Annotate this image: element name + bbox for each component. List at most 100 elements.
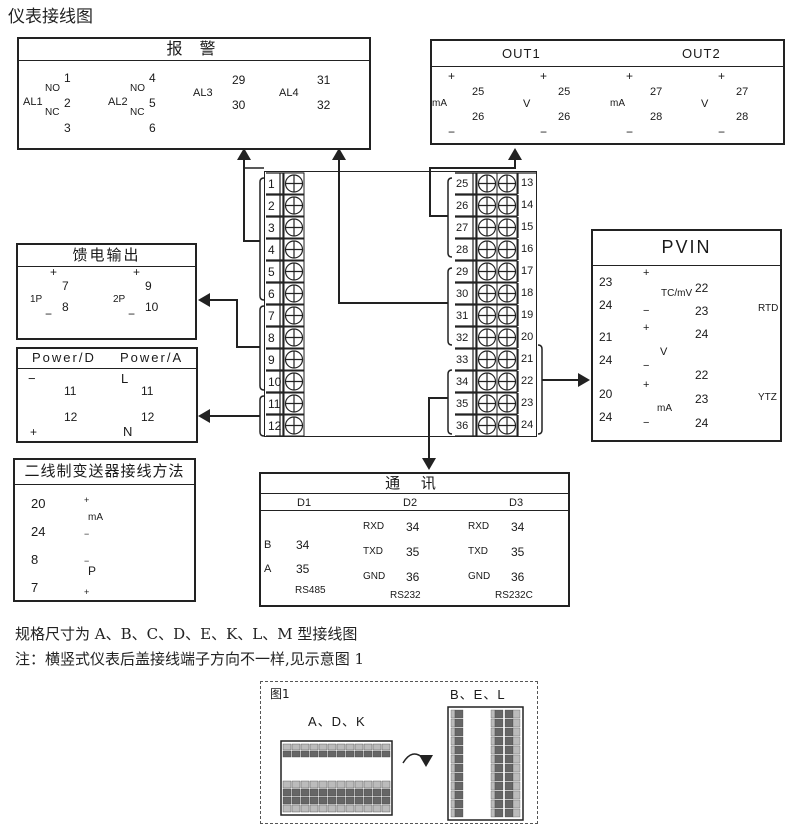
minus-sign: − bbox=[718, 125, 726, 139]
terminal-number-22: 22 bbox=[521, 375, 534, 387]
plus-sign: + bbox=[84, 587, 90, 597]
mini-terminal-icon bbox=[336, 788, 346, 797]
mini-terminal-icon bbox=[300, 780, 310, 789]
mini-terminal-icon bbox=[291, 750, 301, 758]
mini-terminal-icon bbox=[282, 780, 292, 789]
mini-terminal-icon bbox=[494, 799, 504, 809]
arrow-right-icon bbox=[578, 373, 590, 387]
power-header bbox=[18, 349, 196, 369]
minus-sign: − bbox=[448, 125, 456, 139]
terminal-number-15: 15 bbox=[521, 221, 534, 233]
mini-terminal-icon bbox=[512, 781, 521, 791]
terminal-number-10: 10 bbox=[145, 299, 159, 314]
terminal-number-36: 36 bbox=[406, 570, 420, 584]
terminal-number-2: 2 bbox=[268, 198, 275, 213]
plus-sign: + bbox=[133, 265, 141, 279]
terminal-number-24: 24 bbox=[521, 419, 534, 431]
terminal-number-6: 6 bbox=[268, 286, 275, 301]
comm-d2-protocol: RS232 bbox=[390, 590, 421, 601]
mini-terminal-icon bbox=[336, 804, 346, 813]
comm-d2-signal: GND bbox=[363, 571, 386, 582]
pvin-v-label: V bbox=[660, 346, 668, 358]
plus-sign: + bbox=[643, 379, 650, 391]
terminal-number-31: 31 bbox=[317, 72, 331, 87]
wire-feed bbox=[210, 299, 260, 348]
terminal-number-12: 12 bbox=[268, 418, 282, 433]
figure1-frame bbox=[260, 681, 538, 824]
alarm-panel: 报 警 bbox=[17, 37, 371, 150]
terminal-number-35: 35 bbox=[511, 545, 525, 559]
comm-d3-signal: RXD bbox=[468, 521, 490, 532]
mini-terminal-icon bbox=[354, 743, 364, 751]
pvin-title: PVIN bbox=[593, 231, 780, 266]
minus-sign: − bbox=[540, 125, 548, 139]
terminal-number-21: 21 bbox=[599, 329, 613, 344]
mini-terminal-icon bbox=[300, 788, 310, 797]
terminal-number-9: 9 bbox=[145, 278, 152, 293]
rotate-arrow-head-icon bbox=[419, 755, 433, 767]
terminal-number-28: 28 bbox=[650, 110, 663, 123]
feed-output-title: 馈电输出 bbox=[18, 245, 195, 267]
comm-d3-signal: TXD bbox=[468, 546, 488, 557]
terminal-number-23: 23 bbox=[521, 397, 534, 409]
relay-no-label: NO bbox=[45, 83, 60, 94]
mini-terminal-icon bbox=[512, 808, 521, 818]
comm-d2-signal: RXD bbox=[363, 521, 385, 532]
comm-d1-protocol: RS485 bbox=[295, 585, 326, 596]
mini-terminal-icon bbox=[454, 754, 464, 764]
mini-terminal-icon bbox=[354, 750, 364, 758]
mini-terminal-icon bbox=[372, 743, 382, 751]
terminal-number-30: 30 bbox=[232, 97, 246, 112]
terminal-number-7: 7 bbox=[268, 308, 275, 323]
mini-terminal-icon bbox=[454, 709, 464, 719]
comm-d1-signal: A bbox=[264, 563, 272, 575]
mini-terminal-icon bbox=[494, 790, 504, 800]
terminal-number-8: 8 bbox=[268, 330, 275, 345]
mini-terminal-icon bbox=[327, 788, 337, 797]
comm-d2-signal: TXD bbox=[363, 546, 383, 557]
power-a-n: N bbox=[123, 424, 133, 439]
al3-label: AL3 bbox=[193, 87, 213, 99]
mini-terminal-icon bbox=[372, 796, 382, 805]
arrow-down-icon bbox=[422, 458, 436, 470]
communication-panel: 通 讯 D1 D2 D3 bbox=[259, 472, 570, 607]
terminal-number-8: 8 bbox=[31, 552, 39, 567]
minus-sign: − bbox=[45, 307, 53, 321]
comm-d1-signal: B bbox=[264, 539, 272, 551]
mini-terminal-icon bbox=[336, 743, 346, 751]
terminal-number-26: 26 bbox=[456, 199, 469, 212]
mini-terminal-icon bbox=[345, 750, 355, 758]
mini-terminal-icon bbox=[291, 780, 301, 789]
terminal-number-20: 20 bbox=[521, 331, 534, 343]
bracket-pvin bbox=[537, 344, 543, 435]
output-header bbox=[432, 41, 783, 67]
mini-terminal-icon bbox=[309, 788, 319, 797]
terminal-number-8: 8 bbox=[62, 299, 69, 314]
terminal-number-31: 31 bbox=[456, 309, 469, 322]
mini-terminal-icon bbox=[512, 799, 521, 809]
mini-terminal-icon bbox=[354, 788, 364, 797]
mini-terminal-icon bbox=[454, 736, 464, 746]
mini-terminal-icon bbox=[494, 808, 504, 818]
terminal-number-22: 22 bbox=[695, 280, 709, 295]
mini-terminal-icon bbox=[454, 790, 464, 800]
plus-sign: + bbox=[84, 495, 90, 505]
mini-terminal-icon bbox=[345, 804, 355, 813]
mini-terminal-icon bbox=[381, 796, 391, 805]
terminal-number-21: 21 bbox=[521, 353, 534, 365]
mini-terminal-icon bbox=[282, 788, 292, 797]
terminal-number-18: 18 bbox=[521, 287, 534, 299]
arrow-left-icon bbox=[198, 293, 210, 307]
comm-subheader bbox=[261, 494, 568, 511]
mini-terminal-icon bbox=[327, 750, 337, 758]
terminal-number-34: 34 bbox=[511, 520, 525, 534]
terminal-number-35: 35 bbox=[406, 545, 420, 559]
terminal-number-17: 17 bbox=[521, 265, 534, 277]
terminal-number-34: 34 bbox=[296, 538, 310, 552]
terminal-number-20: 20 bbox=[599, 386, 613, 401]
transmitter-ma-label: mA bbox=[88, 512, 103, 523]
terminal-number-29: 29 bbox=[232, 72, 246, 87]
mini-terminal-icon bbox=[454, 727, 464, 737]
mini-terminal-icon bbox=[494, 736, 504, 746]
mini-terminal-icon bbox=[318, 804, 328, 813]
